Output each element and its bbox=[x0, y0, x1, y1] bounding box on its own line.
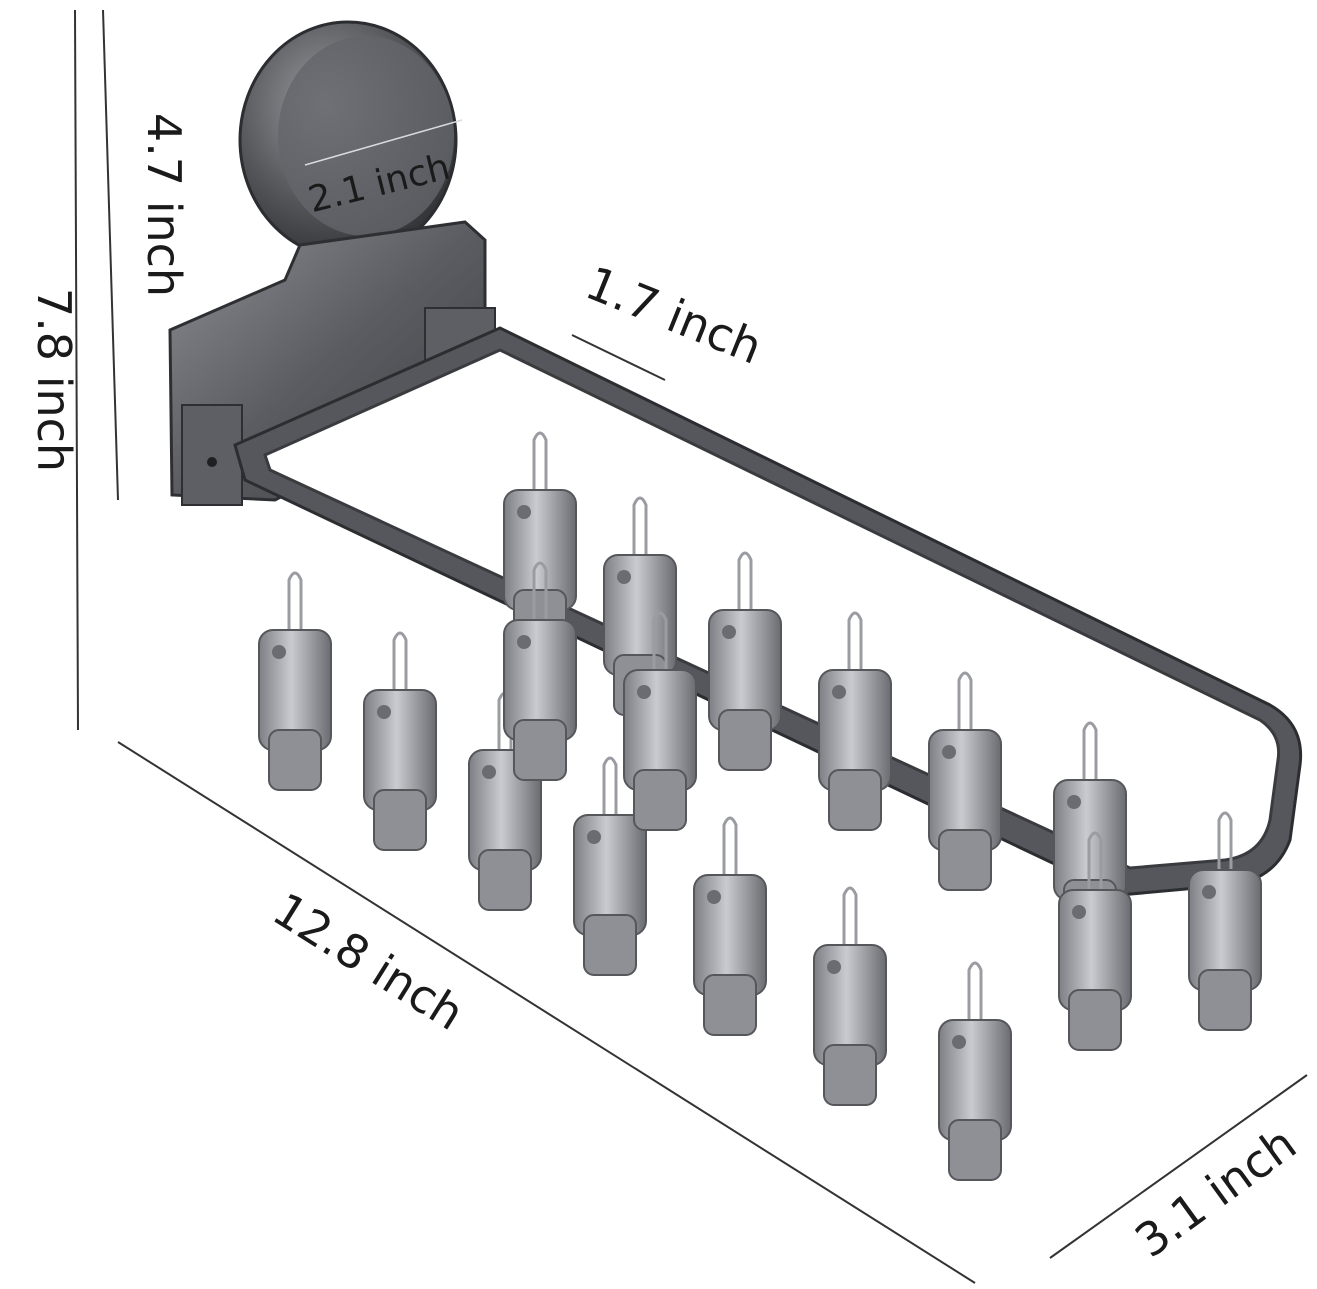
mount-height-label: 4.7 inch bbox=[137, 113, 191, 297]
total-height-line bbox=[74, 9, 79, 731]
suction-cup bbox=[238, 20, 463, 260]
mount-height-line bbox=[102, 9, 119, 501]
depth-line bbox=[571, 334, 666, 381]
length-label: 12.8 inch bbox=[264, 882, 474, 1041]
width-line bbox=[1049, 1074, 1308, 1259]
depth-label: 1.7 inch bbox=[578, 256, 769, 375]
total-height-label: 7.8 inch bbox=[27, 288, 81, 472]
length-line bbox=[117, 741, 976, 1284]
